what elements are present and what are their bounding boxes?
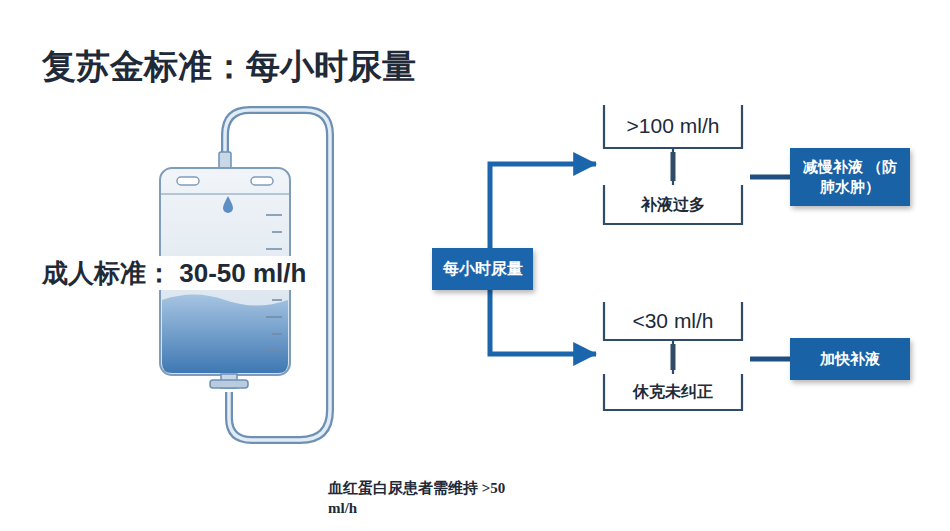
branch-arrow (490, 290, 596, 354)
threshold-value: <30 ml/h (596, 302, 750, 340)
box-label: 加快补液 (814, 349, 886, 369)
hanger-slot (251, 177, 273, 185)
threshold-value: >100 ml/h (596, 106, 750, 146)
page-title: 复苏金标准：每小时尿量 (42, 44, 416, 90)
bracket-link (671, 152, 676, 181)
branch-arrow (490, 164, 596, 248)
standard-label: 成人标准： 30-50 ml/h (40, 256, 310, 290)
urine-liquid (162, 295, 288, 374)
threshold-bracket: >100 ml/h 补液过多 (596, 100, 750, 228)
metric-box: 每小时尿量 (432, 248, 533, 290)
note-text: 血红蛋白尿患者需维持 >50 ml/h (328, 478, 533, 518)
status-text: 补液过多 (596, 188, 750, 222)
status-text: 休克未纠正 (596, 376, 750, 408)
drop-symbol (223, 196, 233, 213)
bracket-link (671, 344, 676, 370)
link-line (750, 357, 790, 362)
outlet-valve (210, 380, 248, 388)
box-label: 每小时尿量 (437, 259, 529, 279)
hanger-slot (177, 177, 199, 185)
action-box: 减慢补液 （防肺水肿） (790, 148, 910, 206)
box-label: 减慢补液 （防肺水肿） (790, 157, 910, 197)
action-box: 加快补液 (790, 338, 910, 380)
bag-seam (161, 193, 289, 195)
threshold-bracket: <30 ml/h 休克未纠正 (596, 294, 750, 414)
link-line (750, 175, 790, 180)
